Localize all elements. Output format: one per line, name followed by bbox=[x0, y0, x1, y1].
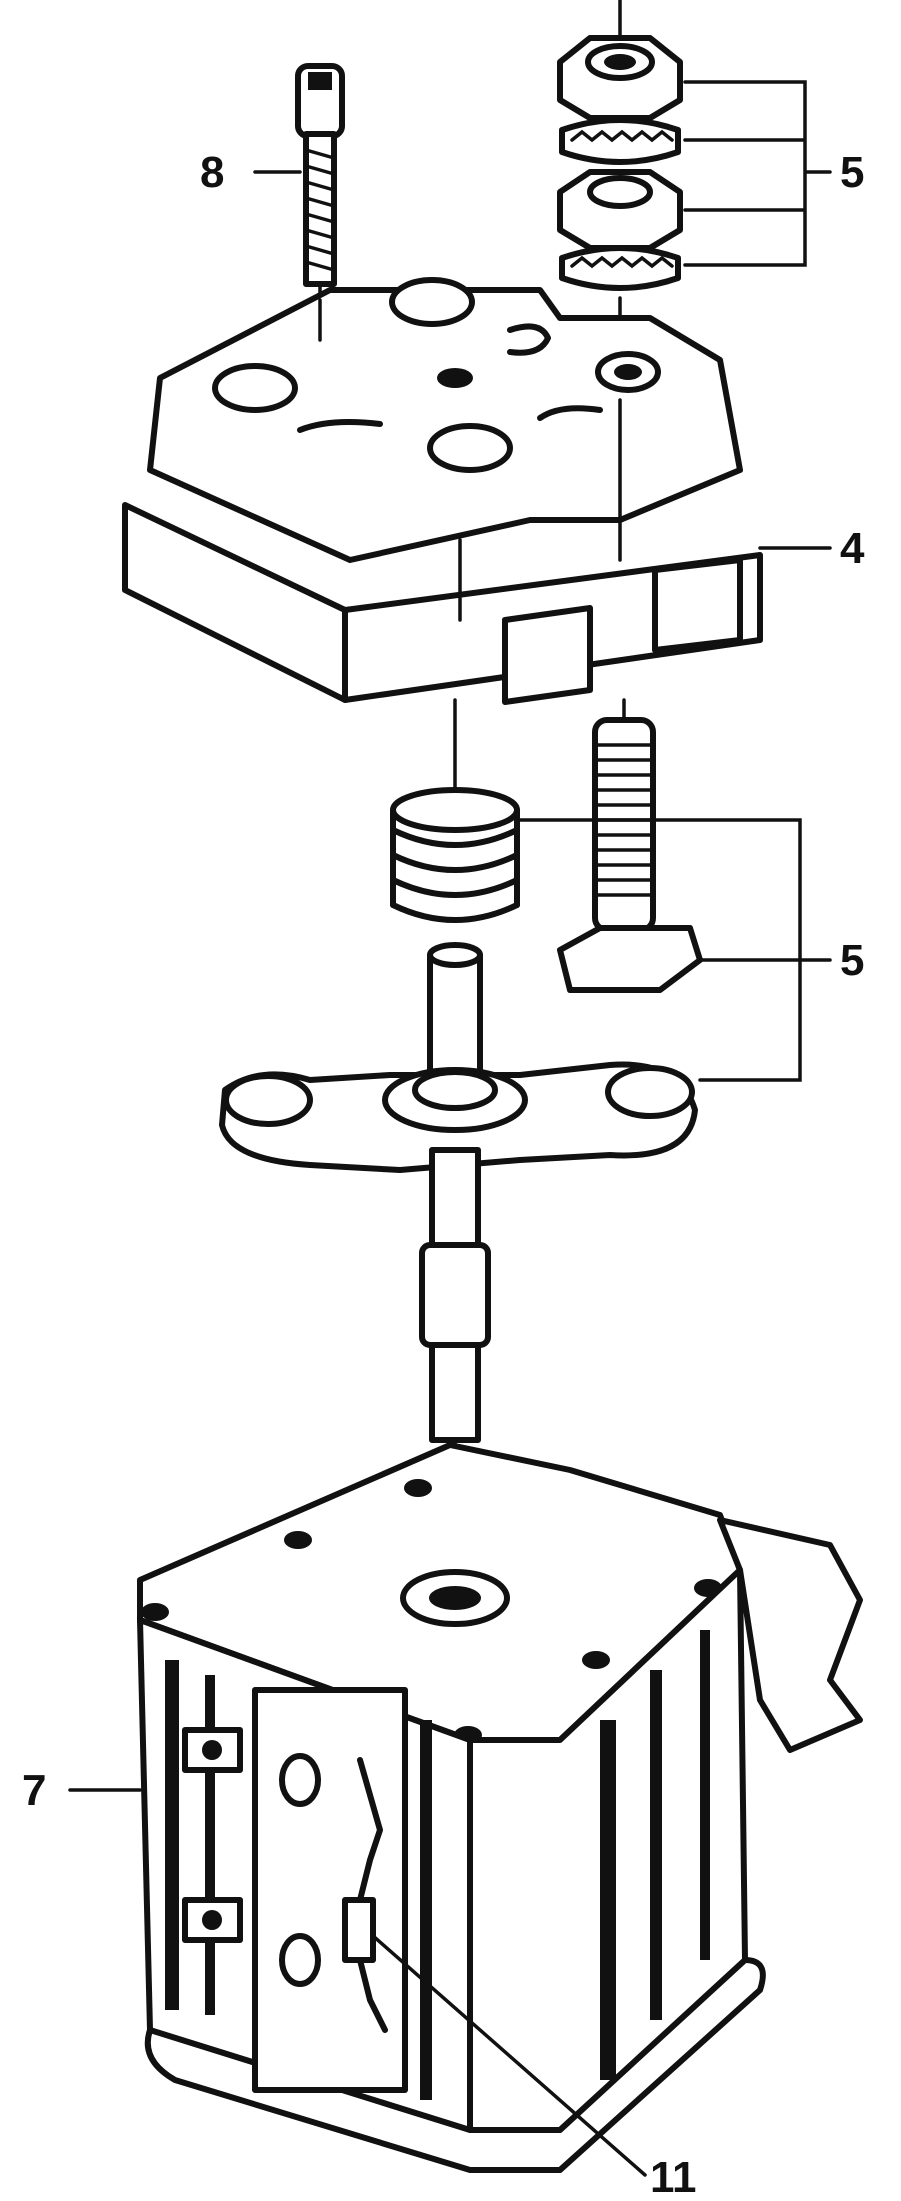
callout-label-5-top: 5 bbox=[840, 148, 864, 197]
callout-label-8: 8 bbox=[200, 148, 224, 197]
callout-label-11: 11 bbox=[650, 2153, 697, 2201]
contact-assembly-part-5 bbox=[219, 698, 703, 1512]
callout-label-4: 4 bbox=[840, 524, 865, 573]
terminal-cap-part-4 bbox=[122, 277, 763, 705]
bolt-part-8 bbox=[295, 63, 345, 322]
solenoid-body-part-7 bbox=[137, 1442, 863, 2173]
callout-label-5-mid: 5 bbox=[840, 936, 864, 985]
nut-washer-stack-part-5 bbox=[557, 0, 683, 352]
callout-leaders bbox=[68, 80, 832, 2177]
callout-label-7: 7 bbox=[22, 1766, 46, 1815]
